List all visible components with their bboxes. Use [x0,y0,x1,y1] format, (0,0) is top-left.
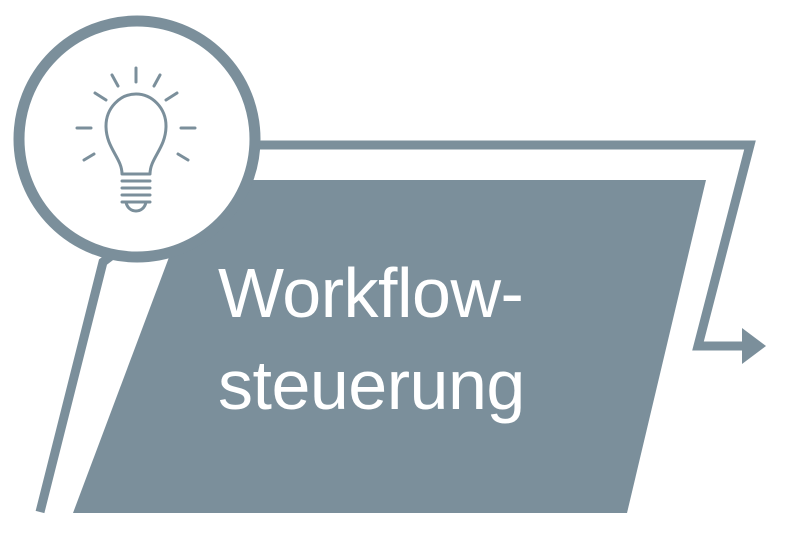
flow-outline [35,140,756,514]
process-shape [73,180,706,513]
label-line-1: Workflow- [218,254,524,332]
arrow-right-icon [742,328,766,364]
icon-circle [13,15,261,263]
lightbulb-icon [75,66,197,213]
label-line-2: steuerung [218,346,525,424]
